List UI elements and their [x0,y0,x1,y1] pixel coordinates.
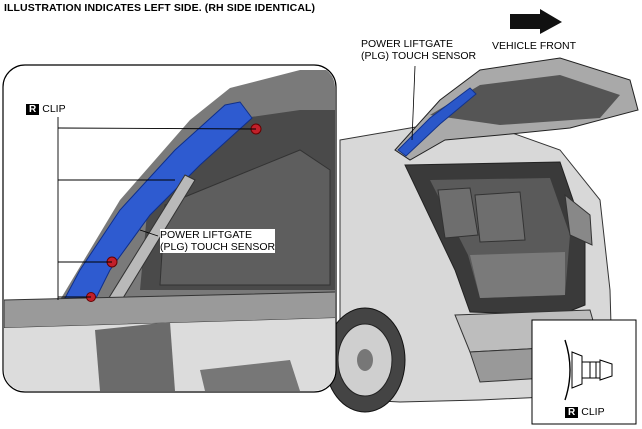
sensor-leader-line [411,65,416,141]
plg-sensor-label-line2: (PLG) TOUCH SENSOR [361,50,477,62]
vehicle-front-arrow [510,9,562,34]
clip-callout-text: CLIP [42,103,66,115]
legend-clip-tag: R [565,407,579,418]
inset-sensor-label-line1: POWER LIFTGATE [160,229,252,241]
legend-clip-text: CLIP [581,406,605,418]
inset-sensor-label: POWER LIFTGATE (PLG) TOUCH SENSOR [160,229,276,253]
vehicle-front-label: VEHICLE FRONT [492,40,577,52]
plg-sensor-label-line1: POWER LIFTGATE [361,38,453,50]
clip-tag: R [26,104,40,115]
inset-sensor-label-line2: (PLG) TOUCH SENSOR [160,241,276,253]
clip-legend-box [531,319,637,425]
illustration-note: ILLUSTRATION INDICATES LEFT SIDE. (RH SI… [4,2,316,14]
plg-sensor-label: POWER LIFTGATE (PLG) TOUCH SENSOR [361,38,476,62]
